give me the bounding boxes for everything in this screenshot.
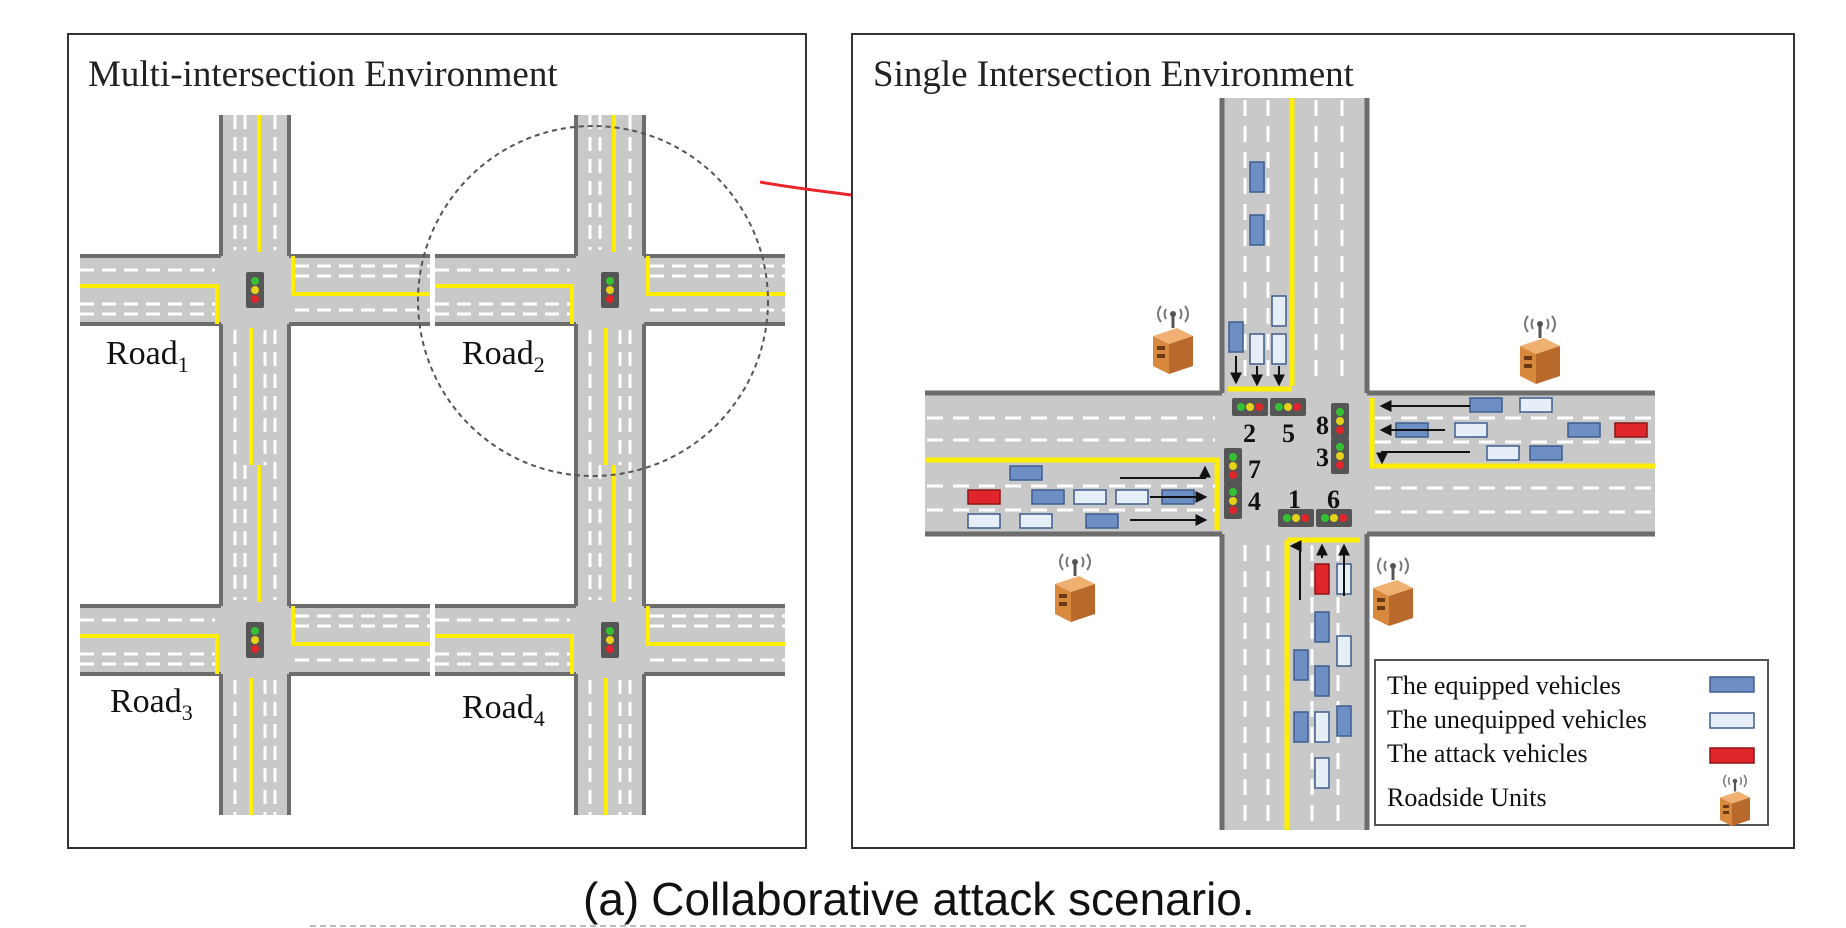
unequipped-vehicle [1314, 757, 1330, 789]
panel-title-left: Multi-intersection Environment [88, 54, 558, 95]
unequipped-vehicle [1271, 295, 1287, 327]
road-label-3: Road3 [110, 683, 193, 725]
zoom-circle [417, 125, 769, 477]
equipped-vehicle [1009, 465, 1043, 481]
traffic-signal-3 [1331, 438, 1349, 474]
unequipped-vehicle [1115, 489, 1149, 505]
signal-number-3: 3 [1316, 443, 1329, 472]
equipped-vehicle [1249, 161, 1265, 193]
equipped-vehicle [1249, 214, 1265, 246]
equipped-vehicle [1469, 397, 1503, 413]
svg-text:The attack vehicles: The attack vehicles [1387, 739, 1588, 768]
unequipped-vehicle [1454, 422, 1488, 438]
svg-text:(a)Collaborative attack scenar: (a)Collaborative attack scenario. [583, 873, 1255, 925]
equipped-vehicle [1293, 711, 1309, 743]
roadside-unit-icon [1371, 556, 1415, 628]
roadside-unit-icon [1053, 552, 1097, 624]
equipped-vehicle [1314, 665, 1330, 697]
svg-text:Roadside Units: Roadside Units [1387, 783, 1547, 812]
roadside-unit-icon [1151, 304, 1195, 376]
panel-title-right: Single Intersection Environment [873, 54, 1355, 95]
unequipped-vehicle [1019, 513, 1053, 529]
unequipped-vehicle-icon [1709, 712, 1755, 729]
traffic-signal-2 [1232, 398, 1268, 416]
svg-text:The equipped vehicles: The equipped vehicles [1387, 671, 1621, 700]
equipped-vehicle [1529, 445, 1563, 461]
figure-caption: (a)Collaborative attack scenario. [583, 873, 1255, 925]
single-intersection-panel: Single Intersection Environment [851, 33, 1795, 849]
signal-number-1: 1 [1288, 485, 1301, 514]
roadside-unit-icon [1518, 314, 1562, 386]
road-label-4: Road4 [462, 689, 545, 731]
unequipped-vehicle [1519, 397, 1553, 413]
caption-tag: (a) [583, 873, 639, 925]
attack-vehicle [1614, 422, 1648, 438]
signal-number-6: 6 [1327, 485, 1340, 514]
roadside-unit-icon [1718, 773, 1752, 828]
attack-vehicle [1314, 563, 1330, 595]
unequipped-vehicle [1249, 333, 1265, 365]
equipped-vehicle [1567, 422, 1601, 438]
road-label-2: Road2 [462, 335, 545, 377]
legend: The equipped vehicles The unequipped veh… [1374, 659, 1769, 828]
svg-text:The unequipped vehicles: The unequipped vehicles [1387, 705, 1647, 734]
equipped-vehicle [1293, 649, 1309, 681]
multi-intersection-panel: Multi-intersection Environment Road1 Roa… [67, 33, 807, 849]
signal-number-4: 4 [1248, 487, 1261, 516]
caption-text: Collaborative attack scenario. [651, 873, 1254, 925]
legend-item: The equipped vehicles [1387, 671, 1755, 700]
signal-number-7: 7 [1248, 455, 1261, 484]
unequipped-vehicle [1336, 635, 1352, 667]
traffic-signal-8 [1331, 403, 1349, 439]
attack-vehicle [967, 489, 1001, 505]
traffic-signal-5 [1270, 398, 1306, 416]
unequipped-vehicle [967, 513, 1001, 529]
road-label-1: Road1 [106, 335, 189, 377]
unequipped-vehicle [1271, 333, 1287, 365]
signal-number-8: 8 [1316, 411, 1329, 440]
signal-number-5: 5 [1282, 419, 1295, 448]
attack-vehicle-icon [1709, 747, 1755, 764]
traffic-signal-4 [1224, 483, 1242, 519]
equipped-vehicle [1085, 513, 1119, 529]
legend-item: The attack vehicles [1387, 739, 1755, 768]
equipped-vehicle-icon [1709, 676, 1755, 693]
signal-number-2: 2 [1243, 419, 1256, 448]
equipped-vehicle [1336, 705, 1352, 737]
equipped-vehicle [1031, 489, 1065, 505]
unequipped-vehicle [1486, 445, 1520, 461]
unequipped-vehicle [1073, 489, 1107, 505]
legend-item: The unequipped vehicles [1387, 705, 1755, 734]
legend-item: Roadside Units [1387, 773, 1752, 828]
equipped-vehicle [1314, 611, 1330, 643]
traffic-signal-7 [1224, 448, 1242, 484]
equipped-vehicle [1228, 321, 1244, 353]
unequipped-vehicle [1314, 711, 1330, 743]
